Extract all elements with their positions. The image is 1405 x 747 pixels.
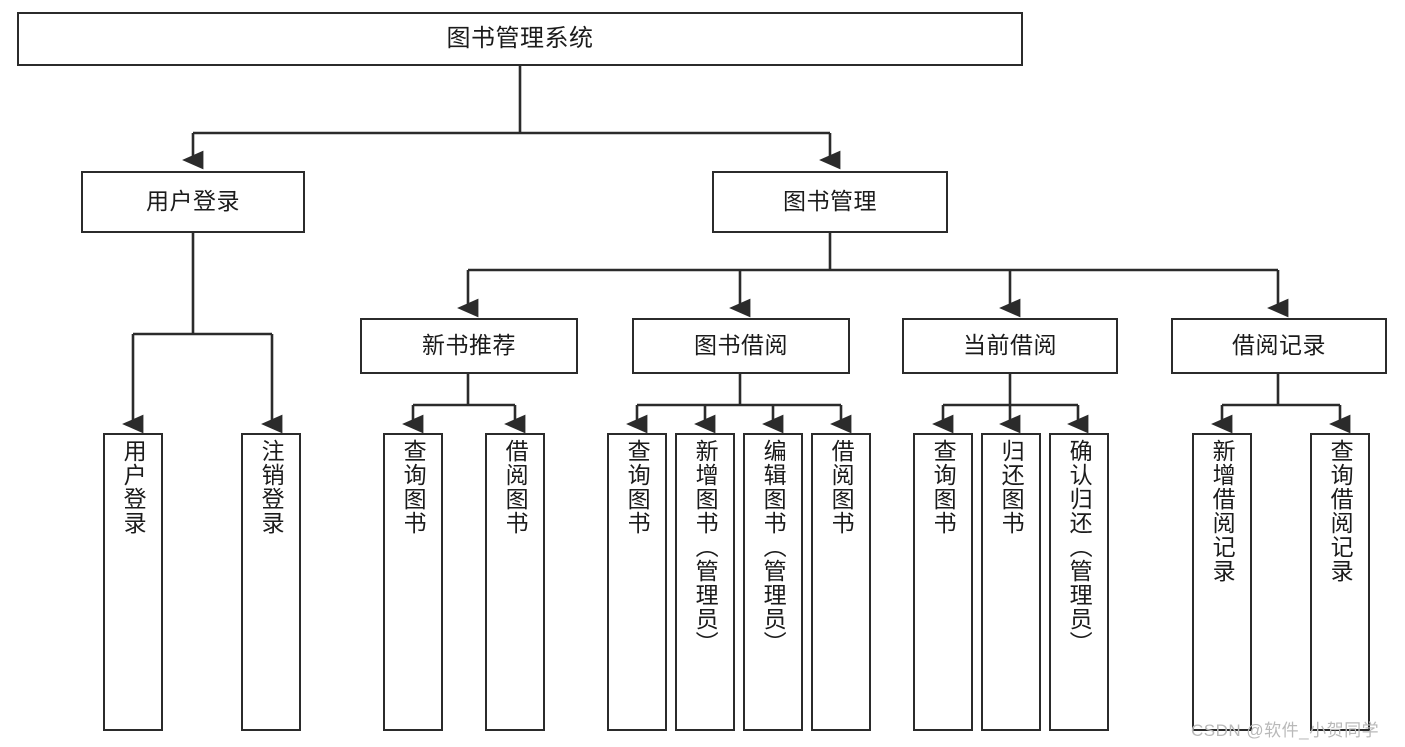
leaf-user-login[interactable]: 用户登录 xyxy=(103,433,163,731)
leaf-return-book[interactable]: 归还图书 xyxy=(981,433,1041,731)
leaf-query-borrow-record[interactable]: 查询借阅记录 xyxy=(1310,433,1370,731)
node-label: 借阅记录 xyxy=(1232,332,1326,359)
leaf-borrow-book-recommend[interactable]: 借阅图书 xyxy=(485,433,545,731)
leaf-add-book-admin[interactable]: 新增图书（管理员） xyxy=(675,433,735,731)
leaf-add-borrow-record[interactable]: 新增借阅记录 xyxy=(1192,433,1252,731)
node-current-borrow[interactable]: 当前借阅 xyxy=(902,318,1118,374)
node-label: 图书管理 xyxy=(783,188,877,215)
csdn-watermark: CSDN @软件_小贺同学 xyxy=(1191,721,1380,740)
node-label: 图书借阅 xyxy=(694,332,788,359)
node-book-management[interactable]: 图书管理 xyxy=(712,171,948,233)
node-label: 借阅图书 xyxy=(502,439,529,535)
node-label: 当前借阅 xyxy=(963,332,1057,359)
node-label: 新增图书（管理员） xyxy=(692,439,719,655)
node-label: 新增借阅记录 xyxy=(1209,439,1236,583)
node-book-borrow[interactable]: 图书借阅 xyxy=(632,318,850,374)
node-label: 用户登录 xyxy=(120,439,147,535)
node-label: 查询图书 xyxy=(400,439,427,535)
node-label: 图书管理系统 xyxy=(446,24,594,52)
node-label: 编辑图书（管理员） xyxy=(760,439,787,655)
node-label: 查询借阅记录 xyxy=(1327,439,1354,583)
node-label: 用户登录 xyxy=(146,188,240,215)
leaf-query-book-recommend[interactable]: 查询图书 xyxy=(383,433,443,731)
node-root-system[interactable]: 图书管理系统 xyxy=(17,12,1023,66)
node-label: 归还图书 xyxy=(998,439,1025,535)
leaf-query-book-borrow[interactable]: 查询图书 xyxy=(607,433,667,731)
node-label: 查询图书 xyxy=(930,439,957,535)
leaf-borrow-book[interactable]: 借阅图书 xyxy=(811,433,871,731)
node-borrow-record[interactable]: 借阅记录 xyxy=(1171,318,1387,374)
node-label: 新书推荐 xyxy=(422,332,516,359)
node-user-login[interactable]: 用户登录 xyxy=(81,171,305,233)
node-label: 注销登录 xyxy=(258,439,285,535)
node-label: 确认归还（管理员） xyxy=(1066,439,1093,655)
node-label: 借阅图书 xyxy=(828,439,855,535)
leaf-logout[interactable]: 注销登录 xyxy=(241,433,301,731)
node-label: 查询图书 xyxy=(624,439,651,535)
leaf-confirm-return-admin[interactable]: 确认归还（管理员） xyxy=(1049,433,1109,731)
node-new-book-recommend[interactable]: 新书推荐 xyxy=(360,318,578,374)
leaf-query-book-current[interactable]: 查询图书 xyxy=(913,433,973,731)
leaf-edit-book-admin[interactable]: 编辑图书（管理员） xyxy=(743,433,803,731)
